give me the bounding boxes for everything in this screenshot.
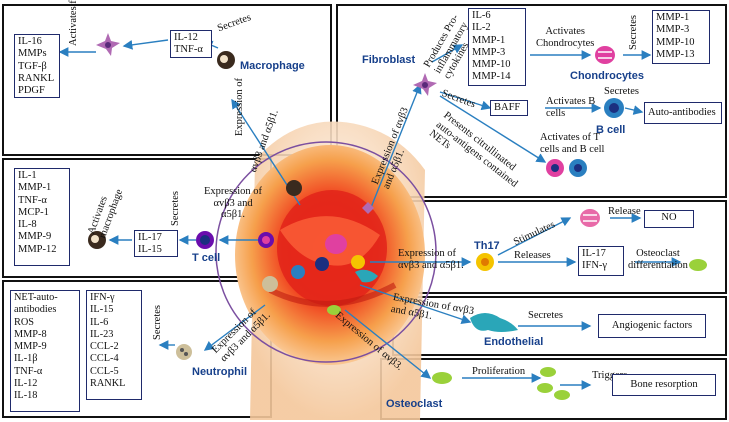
fibroblast-name: Fibroblast xyxy=(362,54,416,66)
osteoclast-cell-icon xyxy=(432,372,452,384)
chondrocytes-name: Chondrocytes xyxy=(570,70,644,82)
releases-label: Releases xyxy=(514,250,551,261)
tcell-name: T cell xyxy=(192,252,221,264)
arrows xyxy=(58,39,682,390)
macrophage-expression-label: Expression of xyxy=(234,77,245,136)
bcell-icon-2 xyxy=(546,159,564,177)
chondro-secretes-label: Secretes xyxy=(628,15,639,50)
tcell-cell-icon xyxy=(196,231,214,249)
th17-name: Th17 xyxy=(474,240,500,252)
endothelial-secretes-label: Secretes xyxy=(528,310,563,321)
joint-cells xyxy=(258,180,378,315)
tcell-secretes-label: Secretes xyxy=(170,191,181,226)
th17-cell-icon xyxy=(476,253,494,271)
osteoclast-name: Osteoclast xyxy=(386,398,443,410)
macrophage-cell-icon-2 xyxy=(88,231,106,249)
triggers-label: Triggers xyxy=(592,370,628,381)
baff-box: BAFF xyxy=(490,100,528,116)
no-box: NO xyxy=(644,210,694,228)
neutrophil-name: Neutrophil xyxy=(192,366,247,378)
chondrocyte-cell-icon-2 xyxy=(580,209,600,227)
auto-antibodies-box: Auto-antibodies xyxy=(644,102,722,124)
macrophage-cell-icon xyxy=(217,51,235,69)
endothelial-cell-icon xyxy=(470,313,518,332)
proliferation-label: Proliferation xyxy=(472,366,526,377)
angiogenic-box: Angiogenic factors xyxy=(598,314,706,338)
bone-resorption-box-visible: Bone resorption xyxy=(612,374,716,396)
macrophage-name: Macrophage xyxy=(240,60,305,72)
fibroblast-cell-icon-2 xyxy=(413,73,437,96)
neutrophil-cell-icon xyxy=(176,344,192,360)
bcell-cell-icon xyxy=(604,98,624,118)
b-secretes-label: Secretes xyxy=(604,86,639,97)
bcell-name: B cell xyxy=(596,124,626,136)
chondrocyte-cell-icon xyxy=(595,46,615,64)
activates-fibroblast-label: Activates fibroblast xyxy=(68,0,79,46)
release-label: Release xyxy=(608,206,641,217)
tcell-icon-2 xyxy=(569,159,587,177)
osteoclast-cell-icon-small xyxy=(689,259,707,271)
osteoclast-group-icon xyxy=(537,367,570,400)
fibroblast-cell-icon xyxy=(96,33,120,56)
neutrophil-secretes-label: Secretes xyxy=(152,305,163,340)
endothelial-name: Endothelial xyxy=(484,336,544,348)
